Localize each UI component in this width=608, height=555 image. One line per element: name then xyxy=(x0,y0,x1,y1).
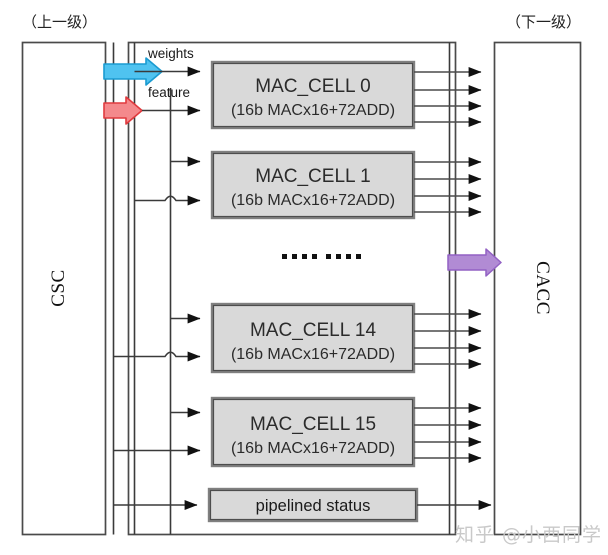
mac-cell-1: MAC_CELL 1 (16b MACx16+72ADD) xyxy=(210,150,416,220)
csc-label: CSC xyxy=(48,269,69,306)
weights-arrow-icon xyxy=(103,57,163,86)
feature-label: feature xyxy=(148,85,190,100)
ellipsis-dots xyxy=(282,254,361,259)
pipelined-status-label: pipelined status xyxy=(256,497,371,515)
mac-cell-0-title: MAC_CELL 0 xyxy=(255,76,370,97)
mac-cell-1-title: MAC_CELL 1 xyxy=(255,166,370,187)
caption-downstream: （下一级） xyxy=(506,14,581,31)
wire-weights-to-cell14 xyxy=(113,351,201,362)
mac-cell-0: MAC_CELL 0 (16b MACx16+72ADD) xyxy=(210,60,416,130)
mac-cell-14-subtitle: (16b MACx16+72ADD) xyxy=(231,346,395,363)
accumulate-arrow-icon xyxy=(447,248,502,277)
feature-arrow-icon xyxy=(103,96,143,125)
cacc-block xyxy=(493,41,582,536)
caption-upstream: （上一级） xyxy=(22,14,97,31)
pipelined-status-box: pipelined status xyxy=(207,487,419,523)
mac-cell-1-subtitle: (16b MACx16+72ADD) xyxy=(231,192,395,209)
cacc-label: CACC xyxy=(532,261,553,315)
mac-cell-0-subtitle: (16b MACx16+72ADD) xyxy=(231,102,395,119)
weights-label: weights xyxy=(147,46,194,61)
mac-cell-14: MAC_CELL 14 (16b MACx16+72ADD) xyxy=(210,302,416,374)
mac-cell-15: MAC_CELL 15 (16b MACx16+72ADD) xyxy=(210,396,416,468)
watermark: 知乎 @小西同学 xyxy=(454,524,602,546)
mac-cell-15-subtitle: (16b MACx16+72ADD) xyxy=(231,440,395,457)
wire-weights-to-cell1 xyxy=(134,195,201,206)
csc-block xyxy=(21,41,107,536)
mac-cell-14-title: MAC_CELL 14 xyxy=(250,320,376,341)
mac-cell-15-title: MAC_CELL 15 xyxy=(250,414,376,435)
